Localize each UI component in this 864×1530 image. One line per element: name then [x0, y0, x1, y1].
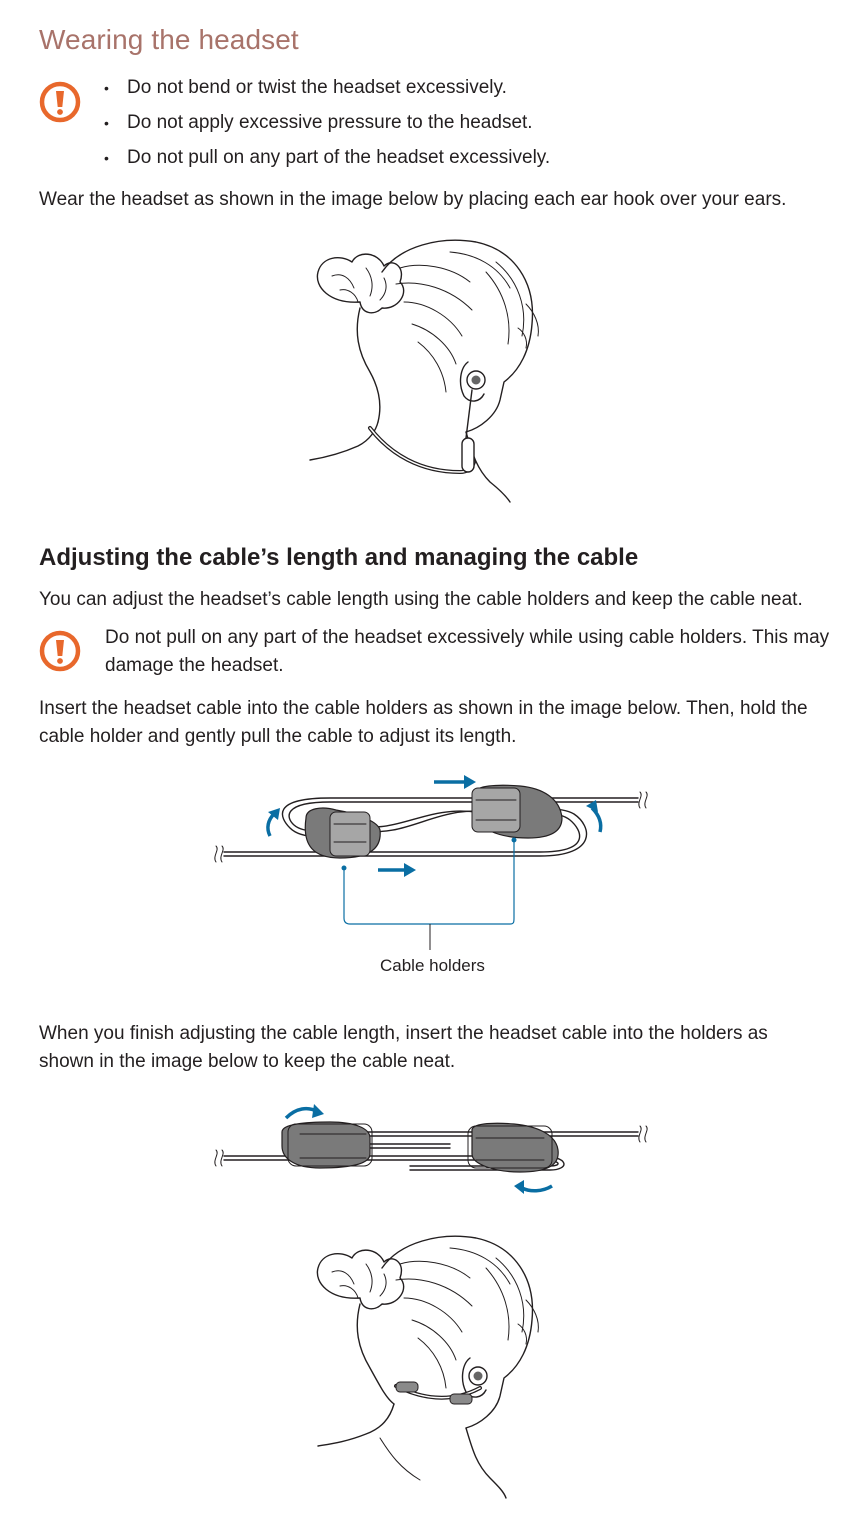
intro-text: You can adjust the headset’s cable lengt…: [39, 589, 803, 610]
list-item: Do not pull on any part of the headset e…: [104, 144, 550, 179]
instruction-text: When you finish adjusting the cable leng…: [39, 1023, 768, 1044]
instruction-text: Wear the headset as shown in the image b…: [39, 189, 787, 210]
caution-icon: [39, 630, 81, 672]
instruction-text: Insert the headset cable into the cable …: [39, 698, 808, 719]
section-title: Adjusting the cable’s length and managin…: [39, 544, 639, 571]
cable-holder-adjust-diagram: [214, 775, 648, 950]
caution-text: damage the headset.: [105, 655, 284, 676]
cable-neat-diagram: [214, 1104, 648, 1194]
instruction-text: shown in the image below to keep the cab…: [39, 1051, 456, 1072]
caution-list: Do not bend or twist the headset excessi…: [104, 74, 550, 179]
list-item: Do not apply excessive pressure to the h…: [104, 109, 550, 144]
diagram-label: Cable holders: [380, 956, 485, 975]
cable-managed-illustration: [316, 1235, 539, 1499]
section-title: Wearing the headset: [39, 24, 299, 55]
list-item: Do not bend or twist the headset excessi…: [104, 74, 550, 109]
caution-icon: [39, 81, 81, 123]
wearing-headset-illustration: [309, 239, 539, 503]
instruction-text: cable holder and gently pull the cable t…: [39, 726, 517, 747]
caution-text: Do not pull on any part of the headset e…: [105, 627, 830, 648]
